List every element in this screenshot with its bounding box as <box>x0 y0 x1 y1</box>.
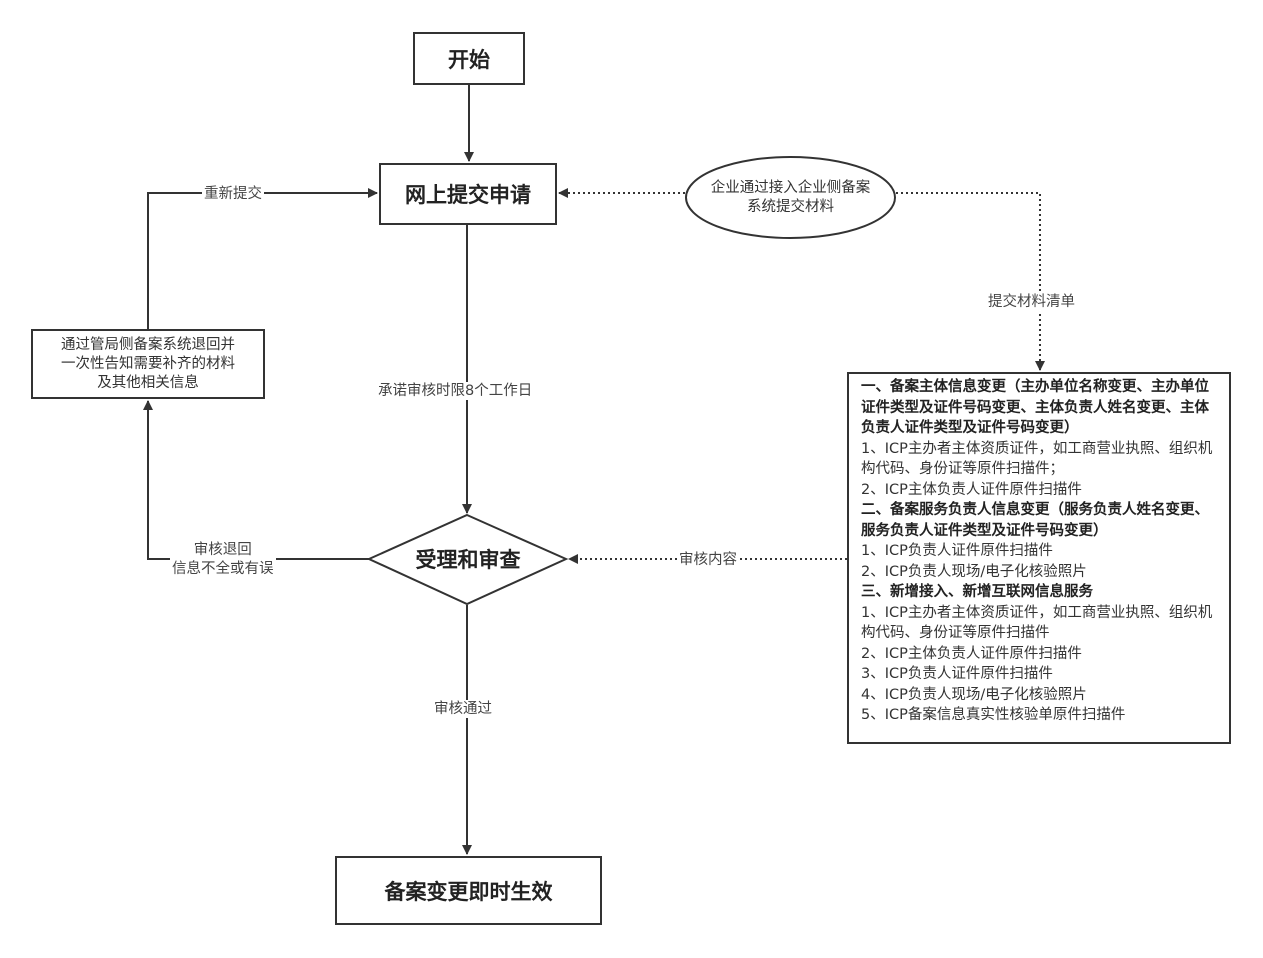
effective-label: 备案变更即时生效 <box>384 879 553 904</box>
materials-section-2-item: 1、ICP负责人证件原件扫描件 <box>861 543 1053 559</box>
materials-section-1-item: 2、ICP主体负责人证件原件扫描件 <box>861 481 1082 498</box>
materials-section-3-item: 1、ICP主办者主体资质证件，如工商营业执照、组织机构代码、身份证等原件扫描件 <box>861 604 1213 642</box>
materials-section-1-heading: 一、备案主体信息变更（主办单位名称变更、主办单位证件类型及证件号码变更、主体负责… <box>861 379 1209 436</box>
materials-section-3-item: 5、ICP备案信息真实性核验单原件扫描件 <box>861 707 1126 723</box>
edge-label-returned: 审核退回 信息不全或有误 <box>170 541 276 579</box>
materials-section-3-item: 3、ICP负责人证件原件扫描件 <box>861 666 1053 682</box>
edge-label-returned-line-2: 信息不全或有误 <box>172 561 274 577</box>
enterprise-ellipse-shape <box>685 156 896 239</box>
edge-label-review-content: 审核内容 <box>677 551 739 569</box>
edge-label-returned-line-1: 审核退回 <box>193 542 252 558</box>
edge-return-to-submit <box>147 188 378 329</box>
materials-section-3-item: 2、ICP主体负责人证件原件扫描件 <box>861 645 1082 662</box>
return-notice-line-2: 一次性告知需要补齐的材料 <box>61 355 235 372</box>
return-notice-line-3: 及其他相关信息 <box>97 374 199 391</box>
review-diamond-shape <box>366 513 569 606</box>
return-notice-line-1: 通过管局侧备案系统退回并 <box>61 336 235 353</box>
enterprise-submit-line-1: 企业通过接入企业侧备案 <box>710 179 871 196</box>
return-notice-node: 通过管局侧备案系统退回并 一次性告知需要补齐的材料 及其他相关信息 <box>31 329 265 399</box>
enterprise-submit-line-2: 系统提交材料 <box>747 198 834 215</box>
edge-label-material-list: 提交材料清单 <box>986 293 1077 311</box>
materials-section-2-heading: 二、备案服务负责人信息变更（服务负责人姓名变更、服务负责人证件类型及证件号码变更… <box>861 502 1209 539</box>
start-node-label: 开始 <box>448 47 490 72</box>
effective-node: 备案变更即时生效 <box>335 856 602 925</box>
edge-label-passed: 审核通过 <box>432 700 494 718</box>
review-label: 受理和审查 <box>415 548 521 572</box>
online-submit-label: 网上提交申请 <box>405 183 531 207</box>
materials-section-1-item: 1、ICP主办者主体资质证件，如工商营业执照、组织机构代码、身份证等原件扫描件； <box>861 440 1213 478</box>
materials-list-box: 一、备案主体信息变更（主办单位名称变更、主办单位证件类型及证件号码变更、主体负责… <box>847 372 1231 744</box>
review-node: 受理和审查 <box>369 537 567 581</box>
edge-review-to-return <box>143 400 369 560</box>
edge-label-deadline: 承诺审核时限8个工作日 <box>376 382 535 400</box>
materials-section-3-item: 4、ICP负责人现场/电子化核验照片 <box>861 686 1087 703</box>
enterprise-submit-node: 企业通过接入企业侧备案 系统提交材料 <box>685 156 896 239</box>
start-node: 开始 <box>413 32 525 85</box>
materials-section-3-heading: 三、新增接入、新增互联网信息服务 <box>861 584 1093 600</box>
online-submit-node: 网上提交申请 <box>379 163 557 225</box>
edge-enterprise-to-materials <box>896 192 1045 371</box>
materials-section-2-item: 2、ICP负责人现场/电子化核验照片 <box>861 563 1087 580</box>
edge-label-resubmit: 重新提交 <box>202 185 264 203</box>
